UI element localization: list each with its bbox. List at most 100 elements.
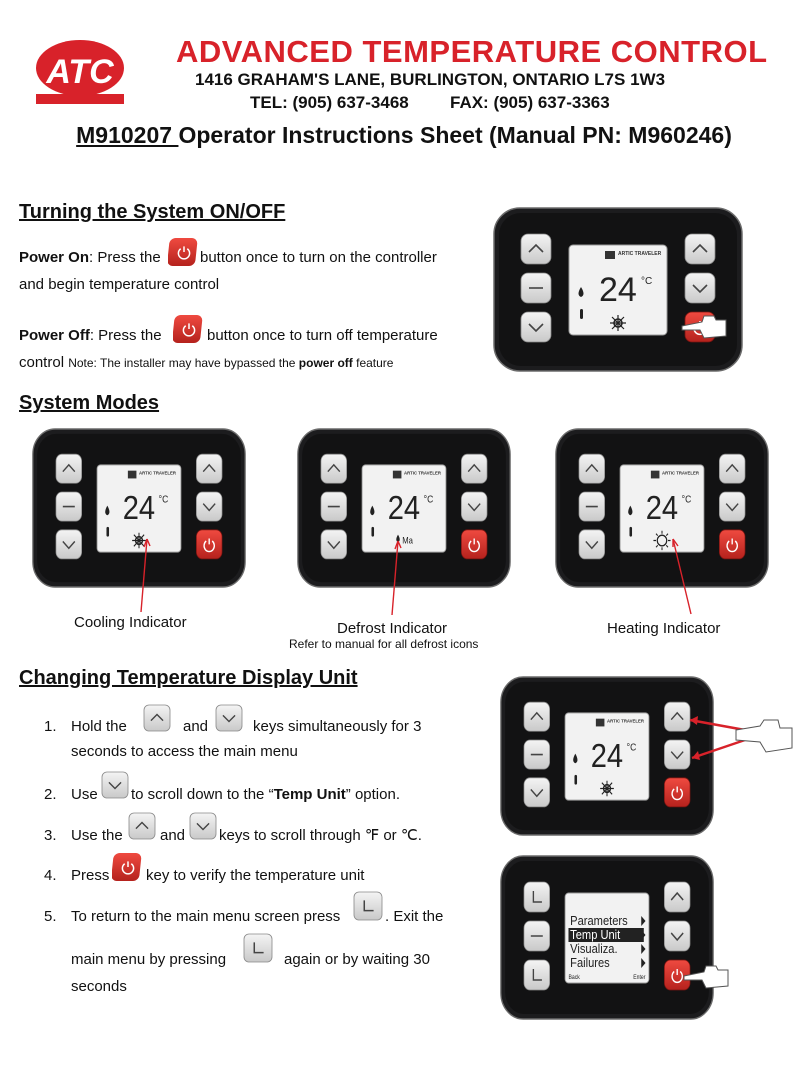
power-off-line-2: control Note: The installer may have byp…	[19, 354, 393, 372]
step-4-text-a: Press	[71, 867, 110, 884]
step-number: 2.	[44, 786, 57, 803]
company-name: ADVANCED TEMPERATURE CONTROL	[176, 34, 768, 69]
step-number: 5.	[44, 908, 57, 925]
svg-text:24: 24	[388, 489, 420, 526]
step-number: 1.	[44, 718, 57, 735]
power-off-label: Power Off	[19, 327, 90, 344]
svg-text:°C: °C	[641, 276, 652, 287]
step-4: 4. Press key to verify the temperature u…	[44, 867, 444, 887]
svg-text:°C: °C	[682, 494, 692, 505]
section-heading-on-off: Turning the System ON/OFF	[19, 201, 286, 223]
bypass-note: Note: The installer may have bypassed th…	[68, 356, 393, 370]
controller-illustration: ARTIC TRAVELER 24 °C Ma	[555, 428, 769, 588]
caption-defrost-note: Refer to manual for all defrost icons	[289, 637, 479, 651]
svg-text:ARTIC TRAVELER: ARTIC TRAVELER	[139, 470, 177, 475]
step-5-text-d: again or by waiting 30	[284, 951, 430, 968]
controller-up-down-keys: ARTIC TRAVELER 24 °C Ma	[500, 676, 714, 836]
company-tel: TEL: (905) 637-3468	[250, 93, 409, 112]
power-button-icon	[112, 853, 142, 881]
company-fax: FAX: (905) 637-3363	[450, 93, 610, 112]
power-off-line-1: Power Off: Press the	[19, 327, 162, 345]
controller-illustration: ARTIC TRAVELER 24 °C Ma Parameters Temp …	[500, 855, 714, 1020]
step-number: 4.	[44, 867, 57, 884]
step-1-text-d: seconds to access the main menu	[71, 743, 298, 760]
step-3-text-c: keys to scroll through ℉ or ℃.	[219, 827, 422, 844]
svg-text:Failures: Failures	[570, 955, 610, 970]
down-key-icon	[101, 771, 129, 799]
step-3-text-a: Use the	[71, 827, 123, 844]
controller-illustration: ARTIC TRAVELER 24 °C Ma	[32, 428, 246, 588]
controller-illustration: ARTIC TRAVELER 24 °C Ma	[297, 428, 511, 588]
controller-main-menu: ARTIC TRAVELER 24 °C Ma Parameters Temp …	[500, 855, 714, 1020]
svg-text:24: 24	[591, 737, 623, 774]
down-key-icon	[189, 812, 217, 840]
power-on-line-1: Power On: Press the	[19, 249, 161, 267]
step-1: 1. Hold the and keys simultaneously for …	[44, 718, 444, 760]
svg-text:Visualiza.: Visualiza.	[570, 941, 617, 956]
hand-pointer-icon	[681, 315, 727, 339]
power-off-text-a: : Press the	[89, 327, 162, 344]
note-text-b: feature	[352, 356, 394, 370]
company-address: 1416 GRAHAM'S LANE, BURLINGTON, ONTARIO …	[195, 70, 666, 89]
power-on-text-c: and begin temperature control	[19, 276, 220, 293]
up-key-icon	[143, 704, 171, 732]
up-key-icon	[128, 812, 156, 840]
step-2-text-c: ” option.	[345, 786, 400, 803]
controller-illustration: ARTIC TRAVELER 24 °C Ma	[493, 207, 743, 372]
note-text-a: Note: The installer may have bypassed th…	[68, 356, 299, 370]
svg-text:°C: °C	[627, 742, 637, 753]
step-2-bold: Temp Unit	[273, 786, 346, 803]
step-number: 3.	[44, 827, 57, 844]
note-bold: power off	[298, 356, 353, 370]
svg-text:Enter: Enter	[633, 975, 645, 981]
power-on-text-b: button once to turn on the controller	[200, 249, 437, 266]
svg-text:24: 24	[123, 489, 155, 526]
svg-text:ARTIC TRAVELER: ARTIC TRAVELER	[607, 718, 645, 723]
step-1-text-a: Hold the	[71, 718, 127, 735]
back-key-icon	[353, 891, 383, 921]
step-2: 2. Use to scroll down to the “Temp Unit”…	[44, 786, 444, 806]
title-rest: Operator Instructions Sheet (Manual PN: …	[178, 122, 732, 148]
controller-cooling: ARTIC TRAVELER 24 °C Ma	[32, 428, 246, 588]
hand-pointer-icon	[683, 965, 729, 989]
down-key-icon	[215, 704, 243, 732]
step-5-text-e: seconds	[71, 978, 127, 995]
controller-illustration: ARTIC TRAVELER 24 °C Ma	[500, 676, 714, 836]
power-on-label: Power On	[19, 249, 90, 266]
step-3-text-b: and	[160, 827, 186, 844]
power-button-icon	[168, 238, 198, 266]
svg-text:°C: °C	[424, 494, 434, 505]
svg-text:Parameters: Parameters	[570, 913, 627, 928]
step-4-text-b: key to verify the temperature unit	[146, 867, 365, 884]
svg-text:Ma: Ma	[402, 536, 413, 546]
step-5-text-c: main menu by pressing	[71, 951, 227, 968]
svg-text:Temp Unit: Temp Unit	[570, 927, 621, 942]
svg-text:°C: °C	[159, 494, 169, 505]
step-5-text-b: . Exit the	[385, 908, 444, 925]
svg-text:ATC: ATC	[45, 53, 114, 91]
model-number: M910207	[76, 122, 179, 148]
step-2-text-a: Use	[71, 786, 98, 803]
step-5-text-a: To return to the main menu screen press	[71, 908, 341, 925]
svg-text:ARTIC TRAVELER: ARTIC TRAVELER	[618, 251, 662, 257]
svg-text:24: 24	[646, 489, 678, 526]
power-off-text-c: control	[19, 354, 65, 371]
section-heading-temp-unit: Changing Temperature Display Unit	[19, 667, 358, 689]
step-5: 5. To return to the main menu screen pre…	[44, 908, 444, 998]
back-key-icon	[243, 933, 273, 963]
controller-defrost: ARTIC TRAVELER 24 °C Ma	[297, 428, 511, 588]
svg-text:24: 24	[599, 271, 637, 309]
step-1-text-b: and	[183, 718, 209, 735]
caption-cooling: Cooling Indicator	[74, 614, 187, 631]
svg-text:Back: Back	[568, 975, 580, 981]
step-3: 3. Use the and keys to scroll through ℉ …	[44, 827, 444, 847]
svg-text:ARTIC TRAVELER: ARTIC TRAVELER	[404, 470, 442, 475]
controller-on-off: ARTIC TRAVELER 24 °C Ma	[493, 207, 743, 372]
caption-heating: Heating Indicator	[607, 620, 721, 637]
step-1-text-c: keys simultaneously for 3	[253, 718, 422, 735]
svg-text:ARTIC TRAVELER: ARTIC TRAVELER	[662, 470, 700, 475]
section-heading-system-modes: System Modes	[19, 392, 160, 414]
atc-logo: ATC	[36, 40, 124, 104]
caption-defrost: Defrost Indicator	[337, 620, 448, 637]
step-2-text-b: to scroll down to the “	[131, 786, 274, 803]
